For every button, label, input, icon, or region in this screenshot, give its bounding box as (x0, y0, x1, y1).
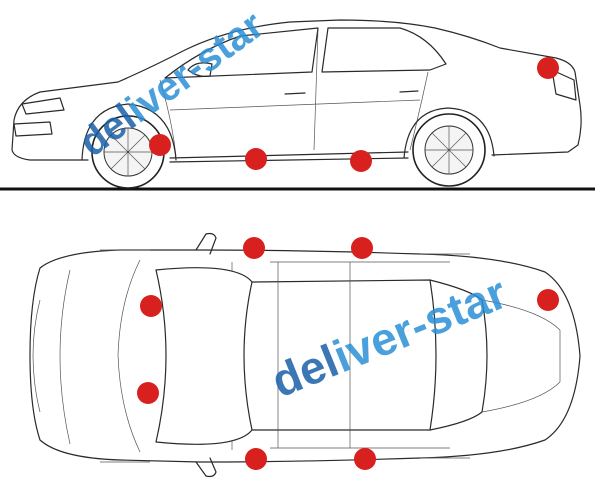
rim-spokes (104, 126, 473, 176)
top-watermark-part-2: iver-star (326, 266, 514, 382)
marker-side-front-wheel (149, 134, 171, 156)
marker-top-sill-upper-front (243, 237, 265, 259)
marker-top-front-lower (137, 382, 159, 404)
marker-top-sill-lower-front (245, 448, 267, 470)
top-hood (32, 259, 141, 453)
top-mirror-upper (195, 232, 217, 255)
top-rear-window (429, 279, 488, 431)
top-mirror-lower (195, 457, 217, 478)
top-trunk (481, 299, 561, 413)
side-headlight (13, 97, 65, 137)
marker-top-sill-upper-rear (351, 237, 373, 259)
marker-side-sill-front (245, 148, 267, 170)
top-wheels (100, 249, 470, 463)
marker-side-rear (537, 57, 559, 79)
top-windscreen (155, 267, 253, 445)
side-watermark-part-2: iver-star (118, 3, 272, 131)
rear-wheel-arch (403, 107, 495, 159)
side-door-lines (159, 29, 429, 157)
side-windows (164, 27, 447, 79)
top-view: deliver-star (29, 232, 581, 478)
marker-side-sill-rear (350, 150, 372, 172)
marker-top-rear (537, 289, 559, 311)
top-door-seams (231, 261, 450, 450)
side-mirror (187, 62, 213, 77)
top-roof (251, 279, 437, 431)
marker-top-front-upper (140, 295, 162, 317)
side-door-handles (284, 90, 419, 95)
front-wheel-arch (81, 103, 177, 161)
top-watermark: deliver-star (264, 266, 514, 407)
side-sill (169, 151, 409, 159)
side-taillight (551, 69, 577, 101)
side-view: deliver-star (0, 3, 595, 191)
marker-top-sill-lower-rear (354, 448, 376, 470)
top-body-outline (29, 249, 581, 463)
